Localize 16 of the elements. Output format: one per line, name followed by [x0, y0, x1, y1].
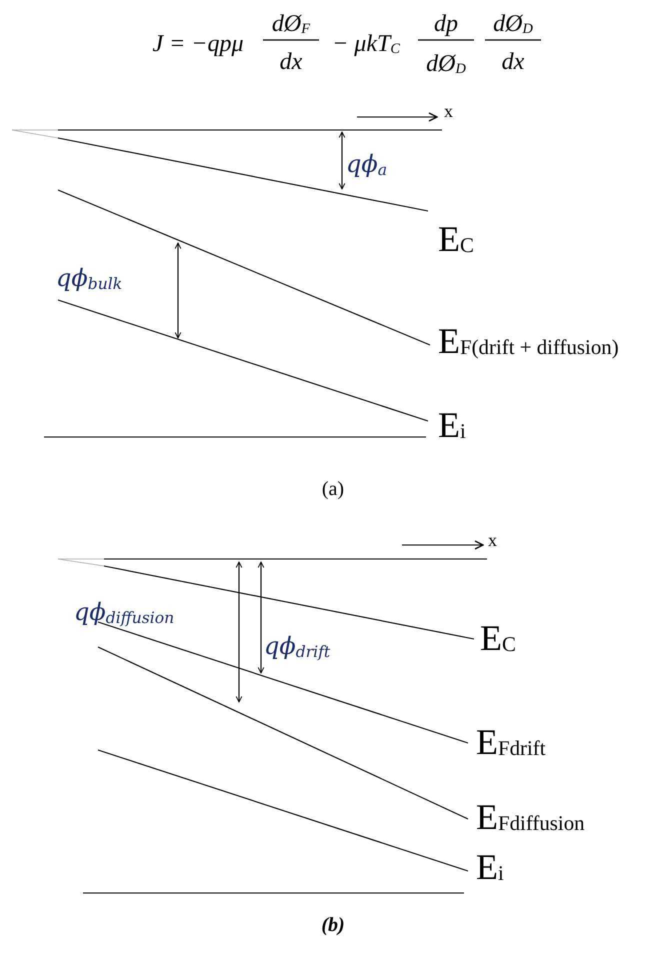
fraction-numerator: dØ$_{D}$ — [493, 10, 533, 38]
axis-label: x — [488, 531, 497, 551]
energy-gap-label: qϕ$_{drift}$ — [264, 632, 330, 660]
fraction-denominator: dØ$_{D}$ — [426, 50, 466, 78]
subfigure-caption: (b) — [321, 914, 345, 936]
fraction-numerator: dØ$_{F}$ — [272, 10, 310, 38]
energy-gap-label: qϕ$_{bulk}$ — [56, 264, 122, 292]
energy-gap-label: qϕ$_{diffusion}$ — [74, 598, 174, 626]
energy-gap-label: qϕ$_{a}$ — [346, 150, 388, 178]
fraction-numerator: dp — [434, 10, 458, 38]
equation-term: J = −qpμ — [152, 30, 244, 58]
fraction-denominator: dx — [502, 48, 524, 76]
axis-label: x — [444, 102, 453, 122]
equation-term: − μkT$_{C}$ — [332, 30, 400, 58]
subfigure-caption: (a) — [322, 478, 344, 500]
fraction-denominator: dx — [280, 48, 302, 76]
